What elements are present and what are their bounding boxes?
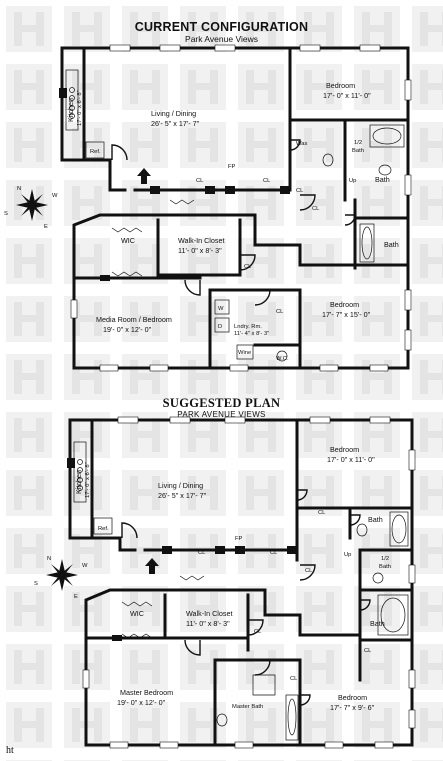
kitchen-label: Kitchen xyxy=(66,98,75,122)
closet2-label-5: CL xyxy=(364,648,372,654)
closet2-label-3: CL xyxy=(318,510,326,516)
current-subtitle: Park Avenue Views xyxy=(185,34,258,44)
up-label: Up xyxy=(349,178,356,184)
closet2-label-4: CL xyxy=(305,568,313,574)
compass-w: W xyxy=(52,193,58,199)
dryer-label: D xyxy=(218,324,222,330)
master-dims: 19'- 0" x 12'- 0" xyxy=(117,698,166,707)
compass-s: S xyxy=(4,211,8,217)
current-outer-walls xyxy=(60,46,410,370)
kitchen-dims: 17'- 0" x 6'- 8" xyxy=(77,90,83,126)
closet2-label-2: CL xyxy=(270,550,278,556)
bath-fixtures xyxy=(214,124,405,362)
closet-label-4: CL xyxy=(312,206,320,212)
closet-label-3: CL xyxy=(296,188,304,194)
suggested-floor-plan: N S E W xyxy=(34,416,416,749)
door-swings xyxy=(111,139,356,306)
bedroom-se-label: Bedroom xyxy=(330,300,359,309)
suggested-title: SUGGESTED PLAN xyxy=(162,396,281,410)
closet2-label-1: CL xyxy=(198,550,206,556)
wic2-label: WIC xyxy=(130,609,144,618)
wine-label: Wine xyxy=(238,350,251,356)
bath2-a-label: Bath xyxy=(368,515,383,524)
suggested-windows xyxy=(82,416,416,749)
closet2-label-7: CL xyxy=(290,676,298,682)
footer-mark: ht xyxy=(6,745,14,756)
up2-label: Up xyxy=(344,552,351,558)
laundry-label: Lndry. Rm. xyxy=(234,324,262,330)
kitchen-fixtures-2 xyxy=(73,441,113,535)
bedroom2-se-dims: 17'- 7" x 9'- 6" xyxy=(330,703,375,712)
bath-fixtures-2 xyxy=(216,511,409,741)
was-label: Was xyxy=(296,141,307,147)
living-dims: 26'- 5" x 17'- 7" xyxy=(151,119,200,128)
compass-e: E xyxy=(44,224,48,230)
washer-label: W xyxy=(218,306,224,312)
fp-label: FP xyxy=(228,164,236,170)
suggested-columns xyxy=(67,458,297,641)
closet-label-5: CL xyxy=(244,264,252,270)
suggested-labels: Kitchen 17'- 0" x 6'- 8" Ref. Living / D… xyxy=(74,445,391,712)
ref2-label: Ref. xyxy=(98,526,109,532)
half-bath2-label: 1/2 xyxy=(381,556,389,562)
kitchen2-label: Kitchen xyxy=(74,470,83,494)
entry-arrow xyxy=(137,168,151,184)
current-floor-plan: N S E W xyxy=(4,44,412,372)
current-columns xyxy=(59,88,290,281)
bedroom2-se-label: Bedroom xyxy=(338,693,367,702)
fp2-label: FP xyxy=(235,536,243,542)
compass2-s: S xyxy=(34,581,38,587)
bedroom-ne-dims: 17'- 0" x 11'- 0" xyxy=(323,91,371,100)
entry-arrow-2 xyxy=(145,558,159,574)
laundry-dims: 11'- 4" x 8'- 3" xyxy=(234,331,269,337)
walkin-dims: 11'- 0" x 8'- 3" xyxy=(178,246,222,255)
current-title: CURRENT CONFIGURATION xyxy=(134,20,309,34)
current-windows xyxy=(70,44,412,372)
bath-b-label: Bath xyxy=(384,240,399,249)
compass2-n: N xyxy=(47,556,51,562)
compass-rose: N S E W xyxy=(4,186,58,230)
kitchen-fixtures xyxy=(65,69,105,159)
half-bath2-sub: Bath xyxy=(379,564,391,570)
walkin2-dims: 11'- 0" x 8'- 3" xyxy=(186,619,230,628)
kitchen2-dims: 17'- 0" x 6'- 8" xyxy=(85,462,91,498)
walkin2-label: Walk-In Closet xyxy=(186,609,232,618)
compass2-e: E xyxy=(74,594,78,600)
media-label: Media Room / Bedroom xyxy=(96,315,172,324)
walkin-label: Walk-In Closet xyxy=(178,236,224,245)
bedroom-se-dims: 17'- 7" x 15'- 0" xyxy=(322,310,371,319)
compass2-w: W xyxy=(82,563,88,569)
living2-dims: 26'- 5" x 17'- 7" xyxy=(158,491,207,500)
bedroom-ne-label: Bedroom xyxy=(326,81,355,90)
compass-rose-2: N S E W xyxy=(34,556,88,600)
half-bath-sub: Bath xyxy=(352,148,364,154)
door-swings-2 xyxy=(121,489,371,706)
bath-a-label: Bath xyxy=(375,175,390,184)
openings xyxy=(111,199,195,277)
bedroom2-ne-dims: 17'- 0" x 11'- 0" xyxy=(327,455,375,464)
living2-label: Living / Dining xyxy=(158,481,203,490)
half-bath-label: 1/2 xyxy=(354,140,362,146)
compass-n: N xyxy=(17,186,21,192)
suggested-subtitle: PARK AVENUE VIEWS xyxy=(177,410,266,419)
living-label: Living / Dining xyxy=(151,109,196,118)
closet-label-2: CL xyxy=(263,178,271,184)
openings-2 xyxy=(121,575,205,639)
wc-label: W.C. xyxy=(276,356,289,362)
master-bath-label: Master Bath xyxy=(232,704,263,710)
bedroom2-ne-label: Bedroom xyxy=(330,445,359,454)
suggested-outer-walls xyxy=(68,418,414,747)
media-dims: 19'- 0" x 12'- 0" xyxy=(103,325,152,334)
closet-label-6: CL xyxy=(276,309,284,315)
bath2-b-label: Bath xyxy=(370,619,385,628)
ref-label: Ref. xyxy=(90,149,101,155)
closet-label-1: CL xyxy=(196,178,204,184)
master-label: Master Bedroom xyxy=(120,688,173,697)
closet2-label-6: CL xyxy=(254,629,262,635)
current-labels: Kitchen 17'- 0" x 6'- 8" Ref. Living / D… xyxy=(66,81,399,362)
wic-label: WIC xyxy=(121,236,135,245)
